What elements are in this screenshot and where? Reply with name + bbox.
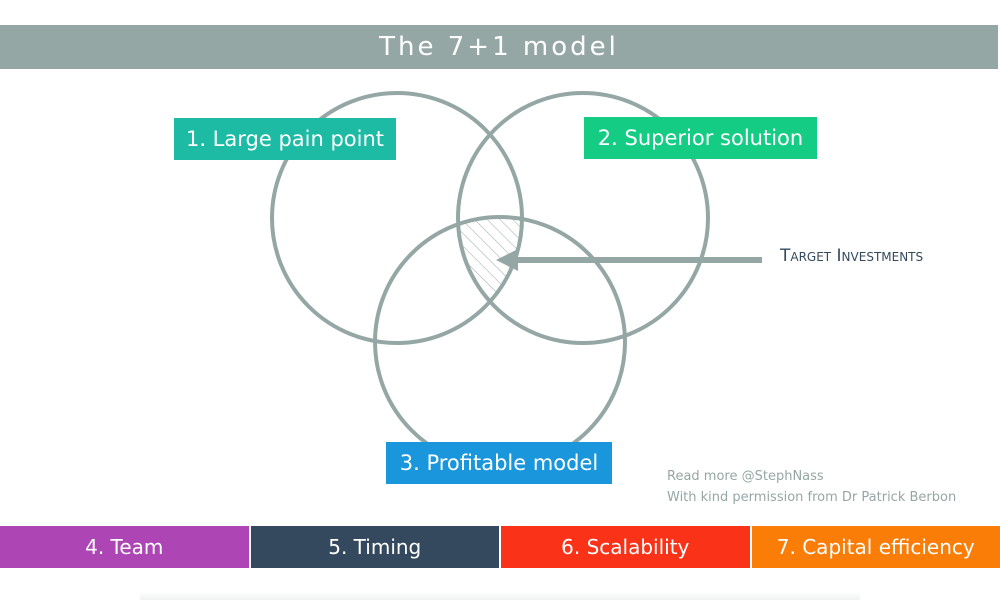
label-superior-solution: 2. Superior solution xyxy=(584,117,817,159)
target-arrow-head xyxy=(496,249,518,271)
label-profitable-model: 3. Profitable model xyxy=(386,442,612,484)
credits: Read more @StephNass With kind permissio… xyxy=(667,466,956,508)
circle-superior-solution xyxy=(456,91,710,345)
criterion-capital-efficiency: 7. Capital efficiency xyxy=(751,526,1000,568)
slide-title: The 7+1 model xyxy=(379,32,619,62)
target-investments-label: Target Investments xyxy=(780,246,924,266)
credit-permission: With kind permission from Dr Patrick Ber… xyxy=(667,490,957,505)
label-large-pain-point: 1. Large pain point xyxy=(174,118,396,160)
footer-shadow xyxy=(140,592,860,600)
credit-read-more: Read more @StephNass xyxy=(667,469,824,484)
slide-title-bar: The 7+1 model xyxy=(0,25,998,69)
criterion-timing: 5. Timing xyxy=(250,526,501,568)
criterion-scalability: 6. Scalability xyxy=(501,526,752,568)
criteria-bar: 4. Team 5. Timing 6. Scalability 7. Capi… xyxy=(0,526,1000,568)
criterion-team: 4. Team xyxy=(0,526,251,568)
